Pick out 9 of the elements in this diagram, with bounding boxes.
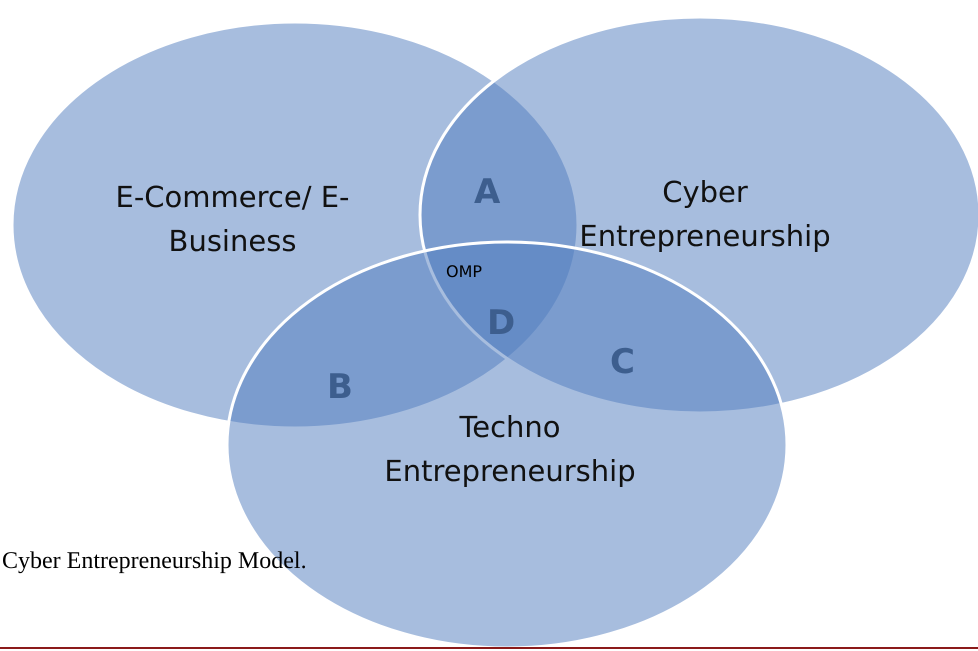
region-letter: A bbox=[474, 172, 500, 212]
region-letter: C bbox=[610, 342, 635, 382]
set-label: E-Commerce/ E-Business bbox=[114, 179, 350, 260]
set-label: Cyber Entrepreneurship bbox=[578, 174, 832, 255]
center-label: OMP bbox=[446, 262, 482, 281]
set-label: Techno Entrepreneurship bbox=[383, 409, 637, 490]
region-letter: D bbox=[487, 303, 516, 343]
figure-caption: Cyber Entrepreneurship Model. bbox=[2, 548, 307, 575]
region-letter: B bbox=[327, 367, 353, 407]
